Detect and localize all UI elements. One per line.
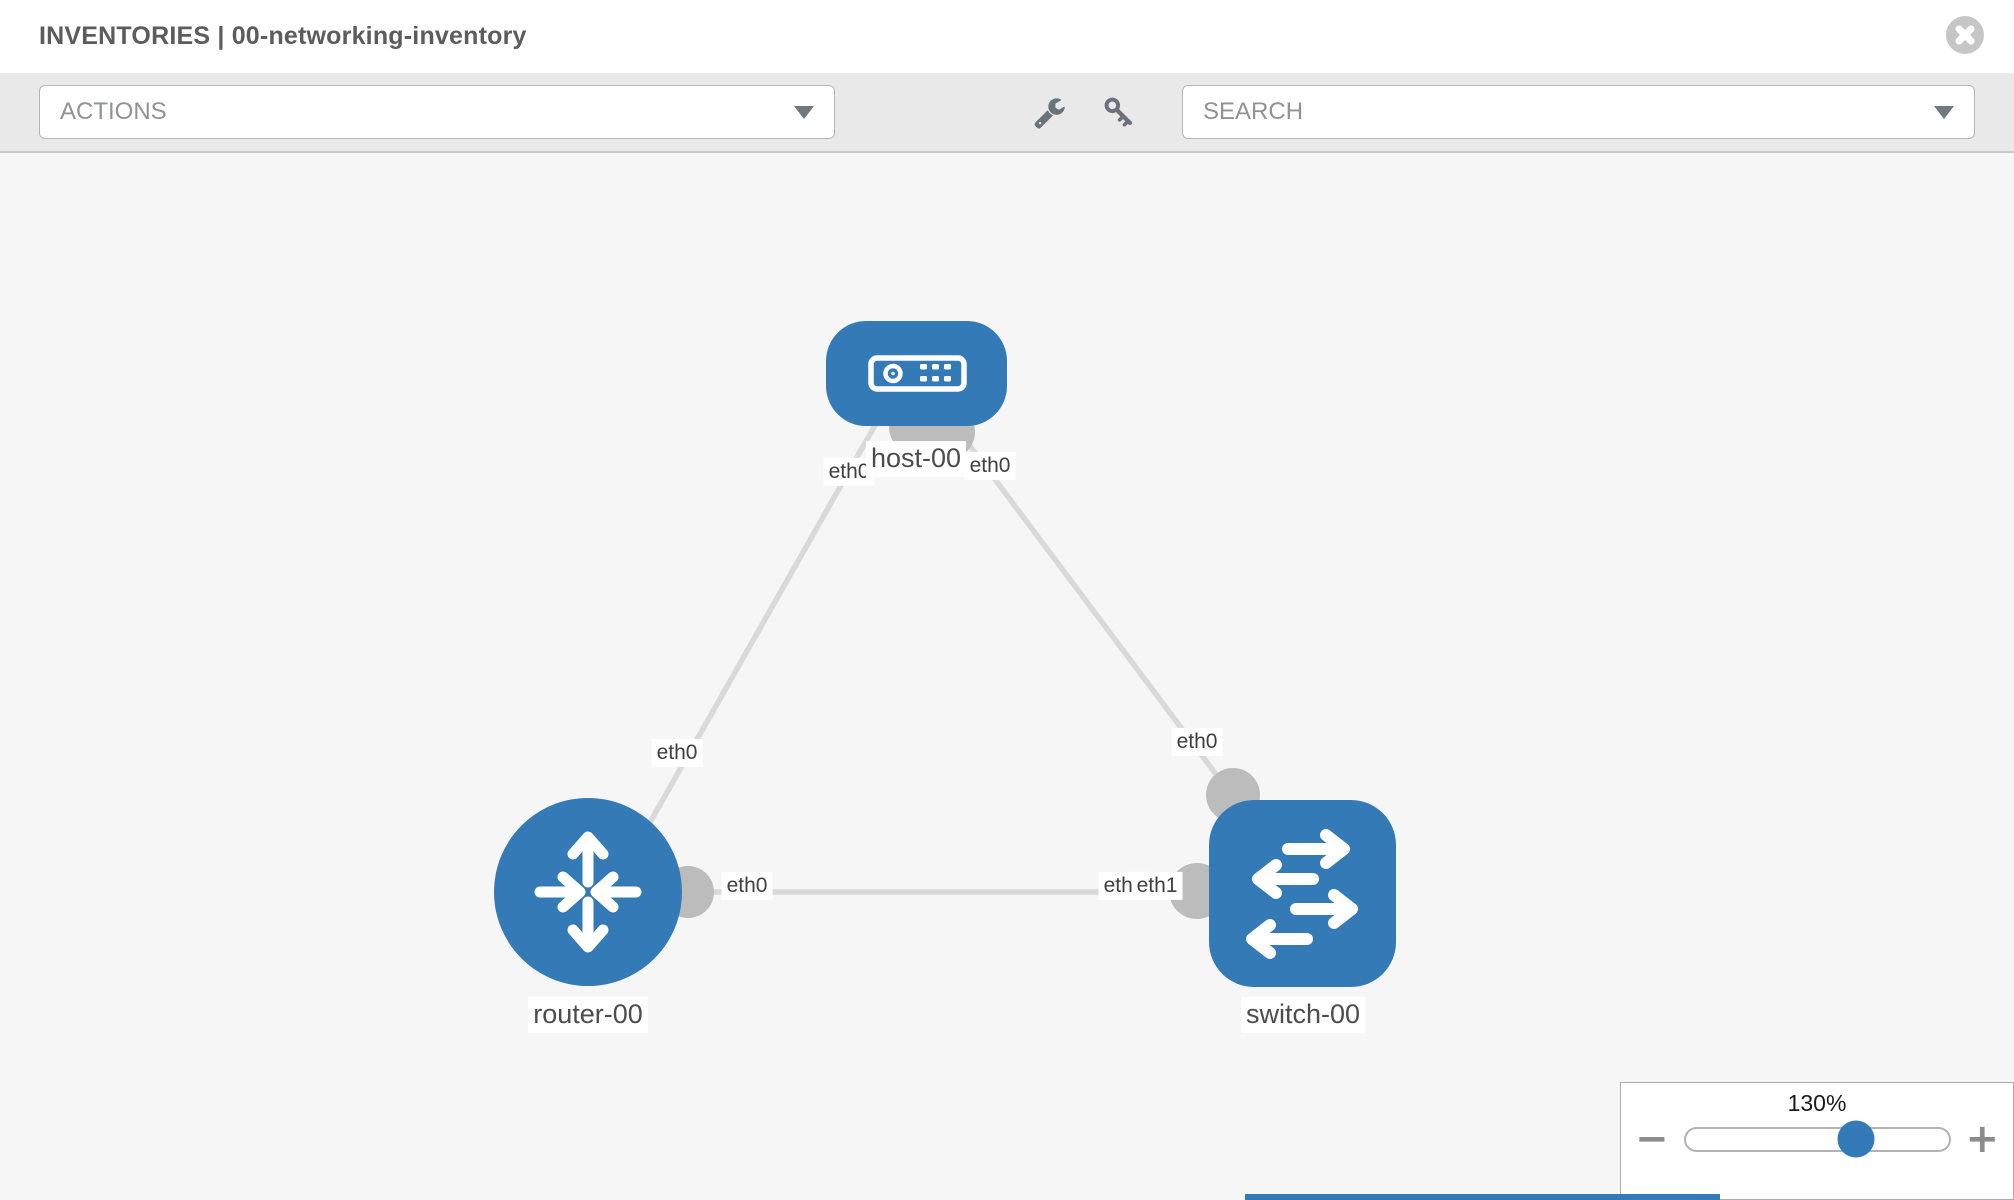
node-router-00[interactable] [494,798,682,986]
server-icon [868,355,967,392]
zoom-in-button[interactable]: + [1965,1116,2000,1162]
actions-dropdown[interactable]: ACTIONS [39,85,835,139]
chevron-down-icon [794,105,814,119]
search-dropdown[interactable]: SEARCH [1182,85,1975,139]
zoom-out-button[interactable]: − [1634,1116,1669,1162]
chevron-down-icon [1934,105,1954,119]
node-label-router: router-00 [528,997,648,1033]
link-host-router[interactable] [637,418,881,842]
endpoints-layer [662,401,1260,919]
wrench-icon [1034,97,1065,129]
zoom-level-label: 130% [1787,1090,1847,1116]
switch-arrows-icon [1246,829,1358,959]
key-icon [1104,97,1133,127]
zoom-slider[interactable] [1683,1120,1951,1158]
node-switch-00[interactable] [1209,800,1396,987]
actions-dropdown-label: ACTIONS [60,98,167,125]
router-arrows-icon [534,831,642,953]
header: INVENTORIES | 00-networking-inventory [0,0,2014,73]
zoom-slider-knob[interactable] [1837,1120,1875,1158]
topology-svg [494,321,1396,987]
close-icon [1955,25,1975,45]
interface-label: eth0 [964,451,1016,481]
key-button[interactable] [1102,95,1136,129]
interface-label: eth0 [823,457,875,487]
links-layer [637,418,1236,895]
close-button[interactable] [1946,16,1984,54]
topology-canvas[interactable]: eth0 host-00 eth0 eth0 eth0 eth0 eth0 et… [0,155,2014,1200]
node-label-switch: switch-00 [1240,997,1366,1033]
tools-button[interactable] [1033,96,1066,129]
zoom-controls: − + [1634,1116,2000,1162]
interface-label: eth1 [1131,871,1183,901]
horizontal-scrollbar-thumb[interactable] [1245,1194,1720,1200]
search-dropdown-label: SEARCH [1203,98,1304,125]
page-title: INVENTORIES | 00-networking-inventory [39,22,527,50]
node-host-00[interactable] [826,321,1007,426]
node-label-host: host-00 [865,441,967,477]
toolbar: ACTIONS SEARCH [0,73,2014,153]
interface-label: eth0 [721,871,773,901]
zoom-panel: 130% − + [1620,1082,2014,1200]
interface-label: eth0 [1171,727,1223,757]
interface-label: eth0 [651,738,703,768]
